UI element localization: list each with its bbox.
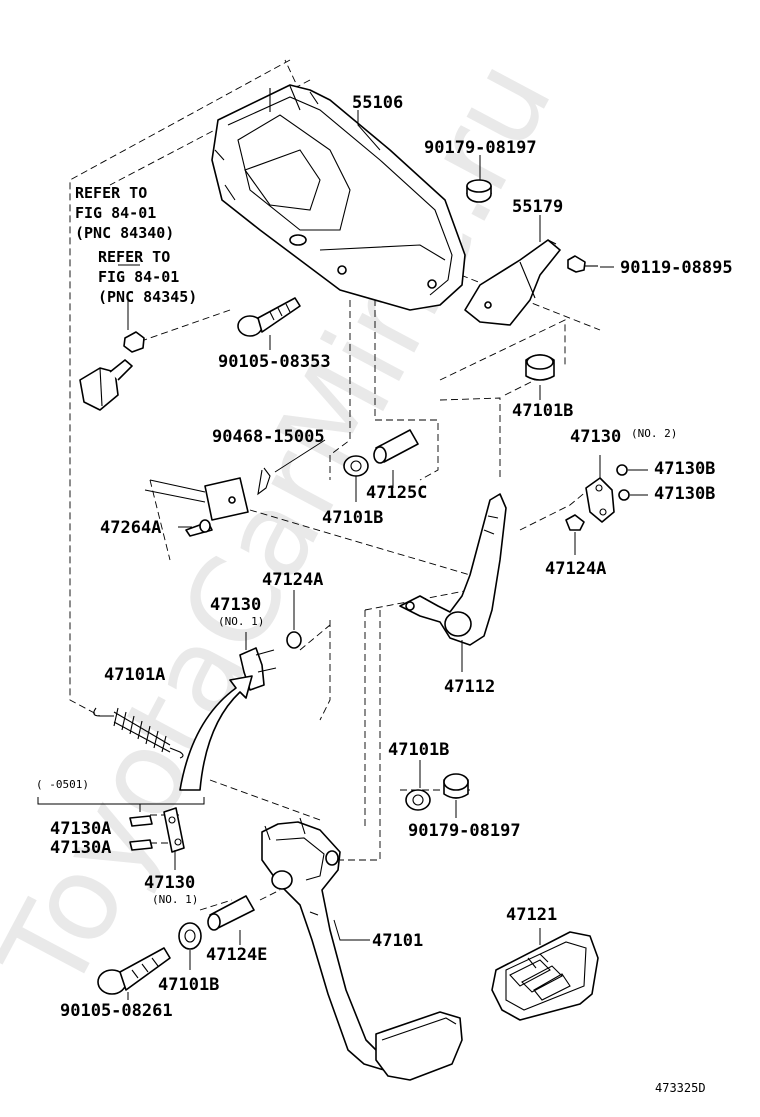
label-47130A-1: 47130A — [50, 819, 111, 839]
stop-lamp-switch — [79, 331, 145, 411]
label-47101B-lower: 47101B — [388, 740, 449, 760]
label-47130B-1: 47130B — [654, 459, 715, 479]
bushing-90179-bottom — [443, 773, 469, 799]
pedal-arm-47101 — [261, 817, 463, 1081]
clip-90468 — [257, 467, 271, 496]
label-date-range: ( -0501) — [36, 778, 89, 791]
label-47130-no2: 47130 — [570, 427, 621, 447]
label-47130-no1-left: 47130 — [144, 873, 195, 893]
label-47101B-center: 47101B — [322, 508, 383, 528]
lever-47112 — [399, 493, 507, 646]
bushing-47101B-center — [343, 455, 369, 477]
label-90179-08197-bottom: 90179-08197 — [408, 821, 521, 841]
refer-a-line2: FIG 84-01 — [75, 204, 156, 222]
label-47121: 47121 — [506, 905, 557, 925]
diagram-code: 473325D — [655, 1081, 706, 1095]
label-47264A: 47264A — [100, 518, 161, 538]
collar-47124E — [207, 895, 255, 931]
label-90179-08197-top: 90179-08197 — [424, 138, 537, 158]
label-47101A: 47101A — [104, 665, 165, 685]
pins-47130A — [129, 807, 185, 853]
label-47101: 47101 — [372, 931, 423, 951]
label-no1-left: (NO. 1) — [152, 893, 198, 906]
label-47130-no1: 47130 — [210, 595, 261, 615]
collar-47125C — [373, 429, 419, 464]
plate-55179 — [464, 239, 561, 326]
label-47125C: 47125C — [366, 483, 427, 503]
pedal-support-bracket-55106 — [211, 84, 466, 311]
refer-b-line1: REFER TO — [98, 248, 170, 266]
link-47130-no2 — [565, 464, 630, 531]
label-no1: (NO. 1) — [218, 615, 264, 628]
leader-lines — [118, 110, 648, 1000]
bolt-90105-08261 — [97, 947, 171, 995]
spring-47101A — [93, 707, 184, 759]
label-47124E: 47124E — [206, 945, 267, 965]
bolt-90105-08353 — [237, 297, 301, 337]
bushing-90179-top — [466, 179, 492, 203]
refer-b-line2: FIG 84-01 — [98, 268, 179, 286]
label-90105-08353: 90105-08353 — [218, 352, 331, 372]
labels: 55106 90179-08197 55179 90119-08895 9010… — [36, 93, 733, 1095]
refer-a-line3: (PNC 84340) — [75, 224, 174, 242]
label-55179: 55179 — [512, 197, 563, 217]
link-47130-no1-upper — [239, 631, 302, 691]
refer-b-line3: (PNC 84345) — [98, 288, 197, 306]
label-90105-08261: 90105-08261 — [60, 1001, 173, 1021]
push-rod-clevis — [144, 477, 249, 537]
label-47112: 47112 — [444, 677, 495, 697]
refer-a-line1: REFER TO — [75, 184, 147, 202]
label-90119-08895: 90119-08895 — [620, 258, 733, 278]
label-no2: (NO. 2) — [631, 427, 677, 440]
label-47124A-right: 47124A — [545, 559, 606, 579]
label-47130A-2: 47130A — [50, 838, 111, 858]
bushing-47101B-lower — [405, 789, 431, 811]
curved-arrow — [179, 675, 253, 791]
label-55106: 55106 — [352, 93, 403, 113]
label-47130B-2: 47130B — [654, 484, 715, 504]
bushing-47101B-bottom — [178, 922, 202, 950]
label-47124A-center: 47124A — [262, 570, 323, 590]
label-90468-15005: 90468-15005 — [212, 427, 325, 447]
bolt-90119 — [567, 255, 598, 273]
pedal-pad-47121 — [491, 931, 599, 1021]
label-47101B-bottom: 47101B — [158, 975, 219, 995]
date-bracket — [37, 797, 205, 812]
bushing-47101B-right — [525, 354, 555, 381]
label-47101B-right: 47101B — [512, 401, 573, 421]
